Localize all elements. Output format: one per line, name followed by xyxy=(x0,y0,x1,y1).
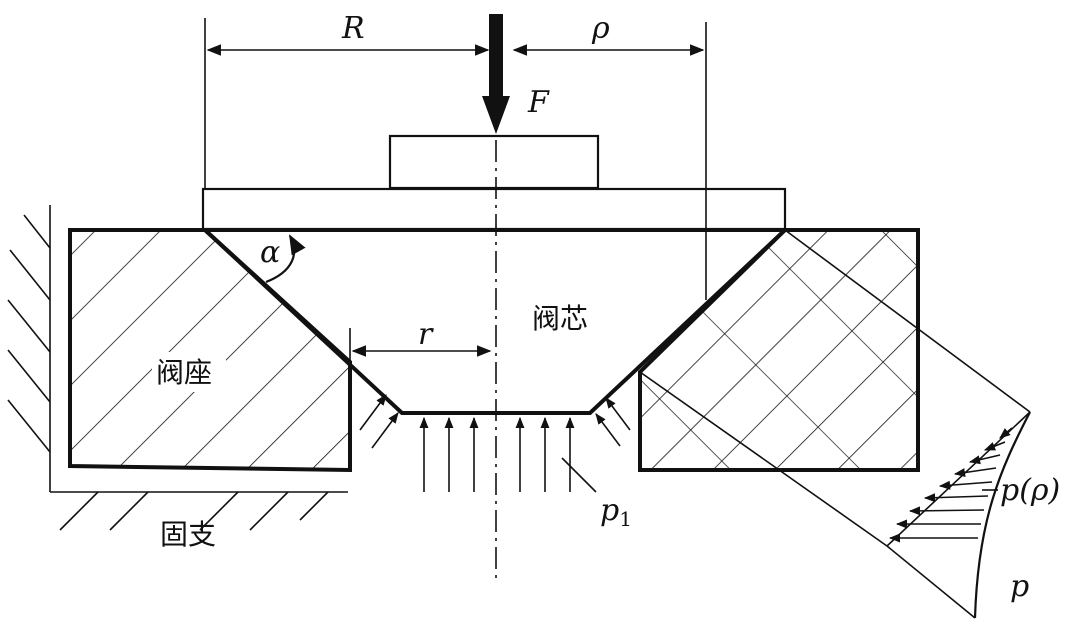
label-valve-seat: 阀座 xyxy=(156,356,212,389)
fixed-wall xyxy=(7,205,348,531)
label-valve-core: 阀芯 xyxy=(532,302,588,335)
valve-seat-left xyxy=(68,228,352,473)
label-p: p xyxy=(1010,569,1029,604)
label-p1: p1 xyxy=(600,493,632,531)
label-fixed-support: 固支 xyxy=(160,518,216,551)
fluid-pressure-arrows xyxy=(359,394,631,493)
label-p-rho: p(ρ) xyxy=(1000,473,1060,508)
dimension-lines xyxy=(204,18,707,362)
label-r: r xyxy=(418,317,434,352)
label-alpha: α xyxy=(260,235,280,270)
label-F: F xyxy=(527,85,550,120)
angle-arc xyxy=(265,234,306,284)
label-R: R xyxy=(341,11,365,46)
pressure-distribution xyxy=(888,411,1031,619)
valve-seat-right xyxy=(638,228,920,472)
force-arrow xyxy=(482,14,510,134)
label-rho: ρ xyxy=(591,11,610,46)
